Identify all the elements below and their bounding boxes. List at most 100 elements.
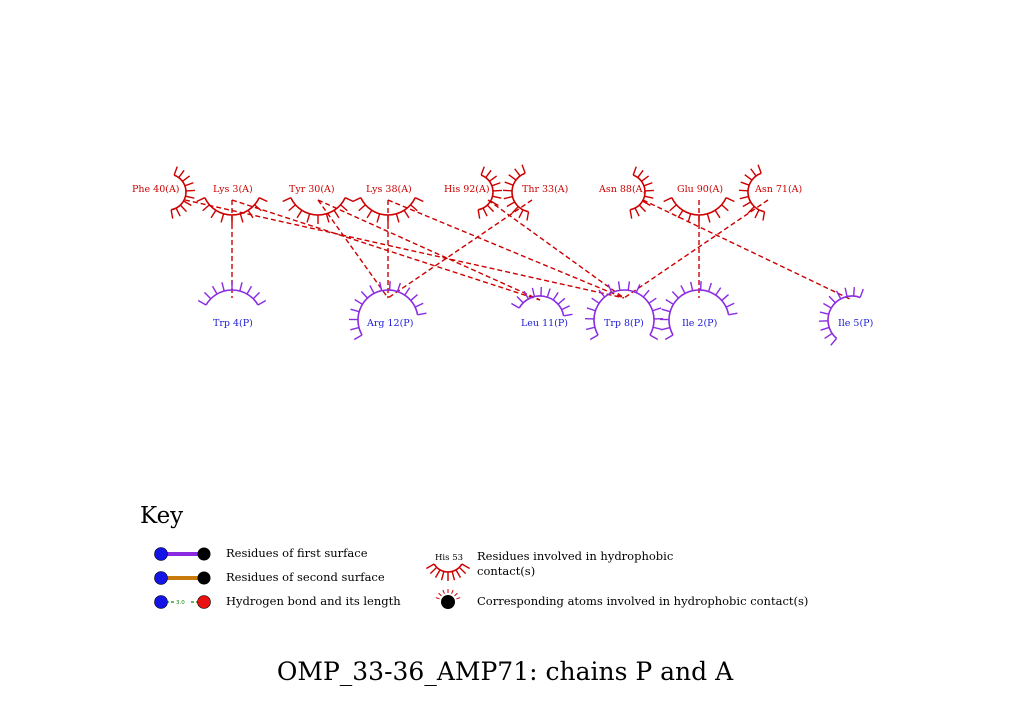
key-hbond-label: Hydrogen bond and its length xyxy=(226,594,401,608)
key-atom-tick xyxy=(435,597,440,600)
hbond-atom-blue xyxy=(154,595,168,609)
hbond-length-text: 3.0 xyxy=(176,600,185,606)
arc-tick xyxy=(246,285,253,295)
key-atom-tick xyxy=(442,589,445,594)
contact-line-lys3-leu11 xyxy=(231,199,541,301)
residue-label-lys38: Lys 38(A) xyxy=(366,184,412,195)
arc-tick xyxy=(282,197,292,203)
residue-arc-leu11 xyxy=(511,286,573,317)
arc-tick xyxy=(178,169,185,178)
residue-arc-arg12 xyxy=(348,281,427,341)
key-second-surface-label: Residues of second surface xyxy=(226,570,385,584)
residue-arc-asn88 xyxy=(629,166,654,219)
residue-label-his92: His 92(A) xyxy=(444,184,490,195)
arc-tick xyxy=(634,207,640,217)
arc-tick xyxy=(591,297,600,304)
key-first-surface-label: Residues of first surface xyxy=(226,546,368,560)
arc-path xyxy=(668,289,730,336)
arc-tick xyxy=(859,288,864,298)
arc-tick xyxy=(652,326,663,331)
arc-tick xyxy=(353,334,363,341)
arc-tick xyxy=(617,281,621,291)
arc-tick xyxy=(514,168,521,177)
arc-tick xyxy=(677,209,684,219)
arc-tick xyxy=(586,307,596,312)
arc-tick xyxy=(725,197,735,203)
arc-tick xyxy=(819,311,829,315)
residues: Phe 40(A)Lys 3(A)Tyr 30(A)Lys 38(A)His 9… xyxy=(132,164,873,346)
arc-tick xyxy=(585,326,596,331)
arc-path xyxy=(204,197,260,216)
arc-tick xyxy=(211,285,218,295)
key-arc-shape xyxy=(425,563,471,581)
arc-path xyxy=(290,197,346,216)
key-hydrophobic-atom xyxy=(441,595,455,609)
key-atom-tick xyxy=(438,592,442,597)
residue-arc-asn71 xyxy=(739,164,766,221)
arc-tick xyxy=(252,291,261,300)
arc-tick xyxy=(828,295,836,304)
arc-tick xyxy=(325,213,330,223)
first-surface-atom-blue xyxy=(154,547,168,561)
arc-tick xyxy=(521,164,526,174)
key-hydrophobic-label-1: Residues involved in hydrophobic xyxy=(477,549,673,563)
arc-tick xyxy=(461,563,471,570)
key-atom-tick xyxy=(456,597,461,600)
arc-tick xyxy=(632,166,637,176)
contact-line-thr33-arg12 xyxy=(387,199,533,299)
arc-tick xyxy=(661,308,671,313)
arc-tick xyxy=(440,571,445,581)
arc-tick xyxy=(258,197,268,203)
arc-tick xyxy=(665,299,674,305)
arc-tick xyxy=(852,287,856,297)
arc-tick xyxy=(508,174,517,181)
residue-label-leu11: Leu 11(P) xyxy=(521,318,568,329)
arc-tick xyxy=(340,204,348,212)
arc-tick xyxy=(414,302,424,308)
arc-tick xyxy=(360,291,369,299)
arc-tick xyxy=(598,289,606,298)
residue-label-phe40: Phe 40(A) xyxy=(132,184,180,195)
arc-path xyxy=(671,197,727,216)
contact-line-tyr30-arg12 xyxy=(317,199,389,299)
arc-tick xyxy=(257,299,267,306)
arc-tick xyxy=(477,209,481,219)
arc-tick xyxy=(379,281,383,291)
arc-tick xyxy=(366,209,373,219)
arc-tick xyxy=(220,213,225,223)
residue-label-ile5: Ile 5(P) xyxy=(838,318,873,329)
arc-path xyxy=(629,174,646,211)
arc-tick xyxy=(844,287,848,297)
arc-tick xyxy=(516,295,524,304)
arc-tick xyxy=(739,195,749,200)
arc-tick xyxy=(561,305,571,311)
arc-tick xyxy=(526,211,530,221)
hbond-length-bg xyxy=(174,598,190,606)
arc-tick xyxy=(503,195,513,200)
arc-tick xyxy=(754,209,760,219)
residue-arc-his92 xyxy=(477,166,502,219)
arc-tick xyxy=(185,195,195,199)
arc-tick xyxy=(690,281,694,291)
arc-tick xyxy=(410,294,418,301)
arc-tick xyxy=(744,174,753,181)
arc-tick xyxy=(492,195,502,199)
arc-tick xyxy=(170,209,174,219)
residue-arc-ile2 xyxy=(659,281,738,341)
key-title: Key xyxy=(140,503,183,529)
arc-tick xyxy=(641,175,650,182)
arc-tick xyxy=(671,291,680,299)
arc-tick xyxy=(511,206,519,214)
arc-tick xyxy=(196,197,206,203)
arc-tick xyxy=(740,181,750,186)
arc-tick xyxy=(296,209,303,219)
residue-label-thr33: Thr 33(A) xyxy=(522,184,568,195)
arc-tick xyxy=(175,207,181,217)
residue-label-asn88: Asn 88(A) xyxy=(598,184,646,195)
residue-arc-trp8 xyxy=(584,281,664,341)
arc-tick xyxy=(434,569,441,579)
residue-label-trp4: Trp 4(P) xyxy=(213,318,253,329)
arc-tick xyxy=(637,169,644,178)
arc-tick xyxy=(661,326,671,331)
arc-tick xyxy=(664,334,674,341)
